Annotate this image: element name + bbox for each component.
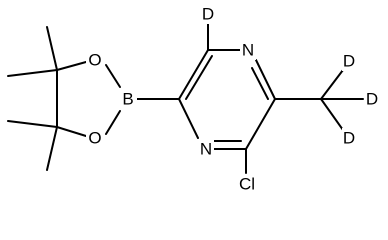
chemical-structure-diagram: D N N B O O Cl D D D [7,4,379,194]
methyl-bond-c4-up [46,26,58,71]
pinacol-ring [7,26,121,171]
methyl-bond-c5-down [46,126,58,171]
bond-o-top-boron [105,64,121,88]
deuterium-methyl-right-label: D [366,90,378,109]
nitrogen-bottom-label: N [200,140,212,159]
bond-n1-c2 [178,98,199,139]
bond-methyl-deuterium-top [320,69,344,100]
oxygen-bottom-label: O [88,129,101,148]
boron-label: B [122,90,133,109]
bond-c5-c6 [245,98,276,150]
chlorine-label: Cl [239,175,255,194]
deuterium-methyl-top-label: D [343,52,355,71]
bond-c2-c3-inner [185,55,213,100]
methyl-bond-c4-left [7,69,58,77]
bond-n4-c5 [255,59,276,100]
bond-n4-c5-inner [251,67,269,100]
nitrogen-top-label: N [242,41,254,60]
bond-methyl-deuterium-bottom [320,98,344,131]
methyl-bond-c5-left [7,120,58,128]
bond-o-bottom-boron [105,110,121,135]
pyrazine-ring [178,49,276,150]
oxygen-top-label: O [88,51,101,70]
deuterium-methyl-bottom-label: D [343,129,355,148]
atom-labels: D N N B O O Cl D D D [86,4,379,194]
bond-c4-o-top [56,61,87,71]
bond-c5-o-bottom [56,126,87,137]
deuterium-ring-label: D [202,5,214,24]
bond-c2-c3 [178,49,209,100]
